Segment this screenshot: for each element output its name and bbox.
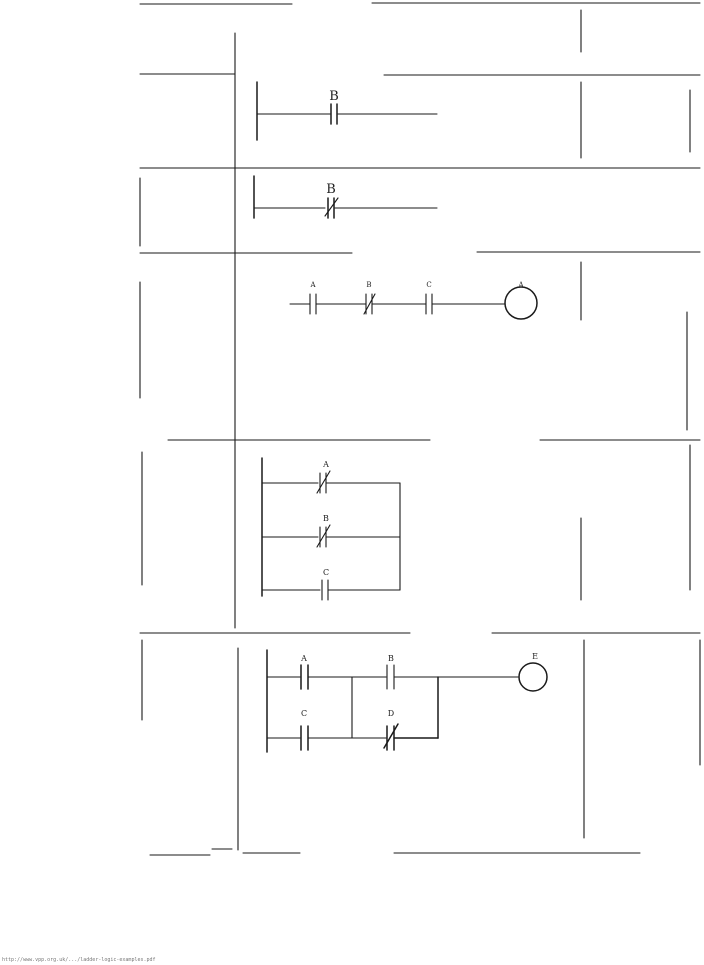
rung-3-contact-a-label: A — [309, 281, 316, 289]
rung-2-contact-label: B — [326, 182, 336, 197]
rung-5: A B C D E — [266, 649, 548, 753]
rung-4: A B C — [261, 457, 401, 601]
rung-5-contact-d-label: D — [388, 709, 394, 718]
rung-2: B — [253, 175, 438, 219]
rung-5-contact-b-label: B — [388, 654, 394, 663]
rung-3-contact-c-label: C — [426, 281, 431, 289]
rung-4-contact-a-label: A — [322, 460, 329, 469]
rung-3-contact-b-label: B — [366, 281, 371, 289]
rung-4-contact-b-label: B — [323, 514, 329, 523]
rung-5-coil-label: E — [532, 652, 538, 661]
rung-3-coil-label: A — [517, 281, 524, 289]
rung-1: B — [256, 81, 438, 141]
table-grid — [139, 2, 701, 856]
rung-4-contact-c-label: C — [323, 568, 329, 577]
rung-5-contact-a-label: A — [300, 654, 307, 663]
rung-5-contact-c-label: C — [301, 709, 307, 718]
rung-1-contact-label: B — [329, 89, 339, 104]
rung-3: A B C A — [289, 281, 538, 320]
footer-url: http://www.vpp.org.uk/.../ladder-logic-e… — [2, 957, 156, 963]
